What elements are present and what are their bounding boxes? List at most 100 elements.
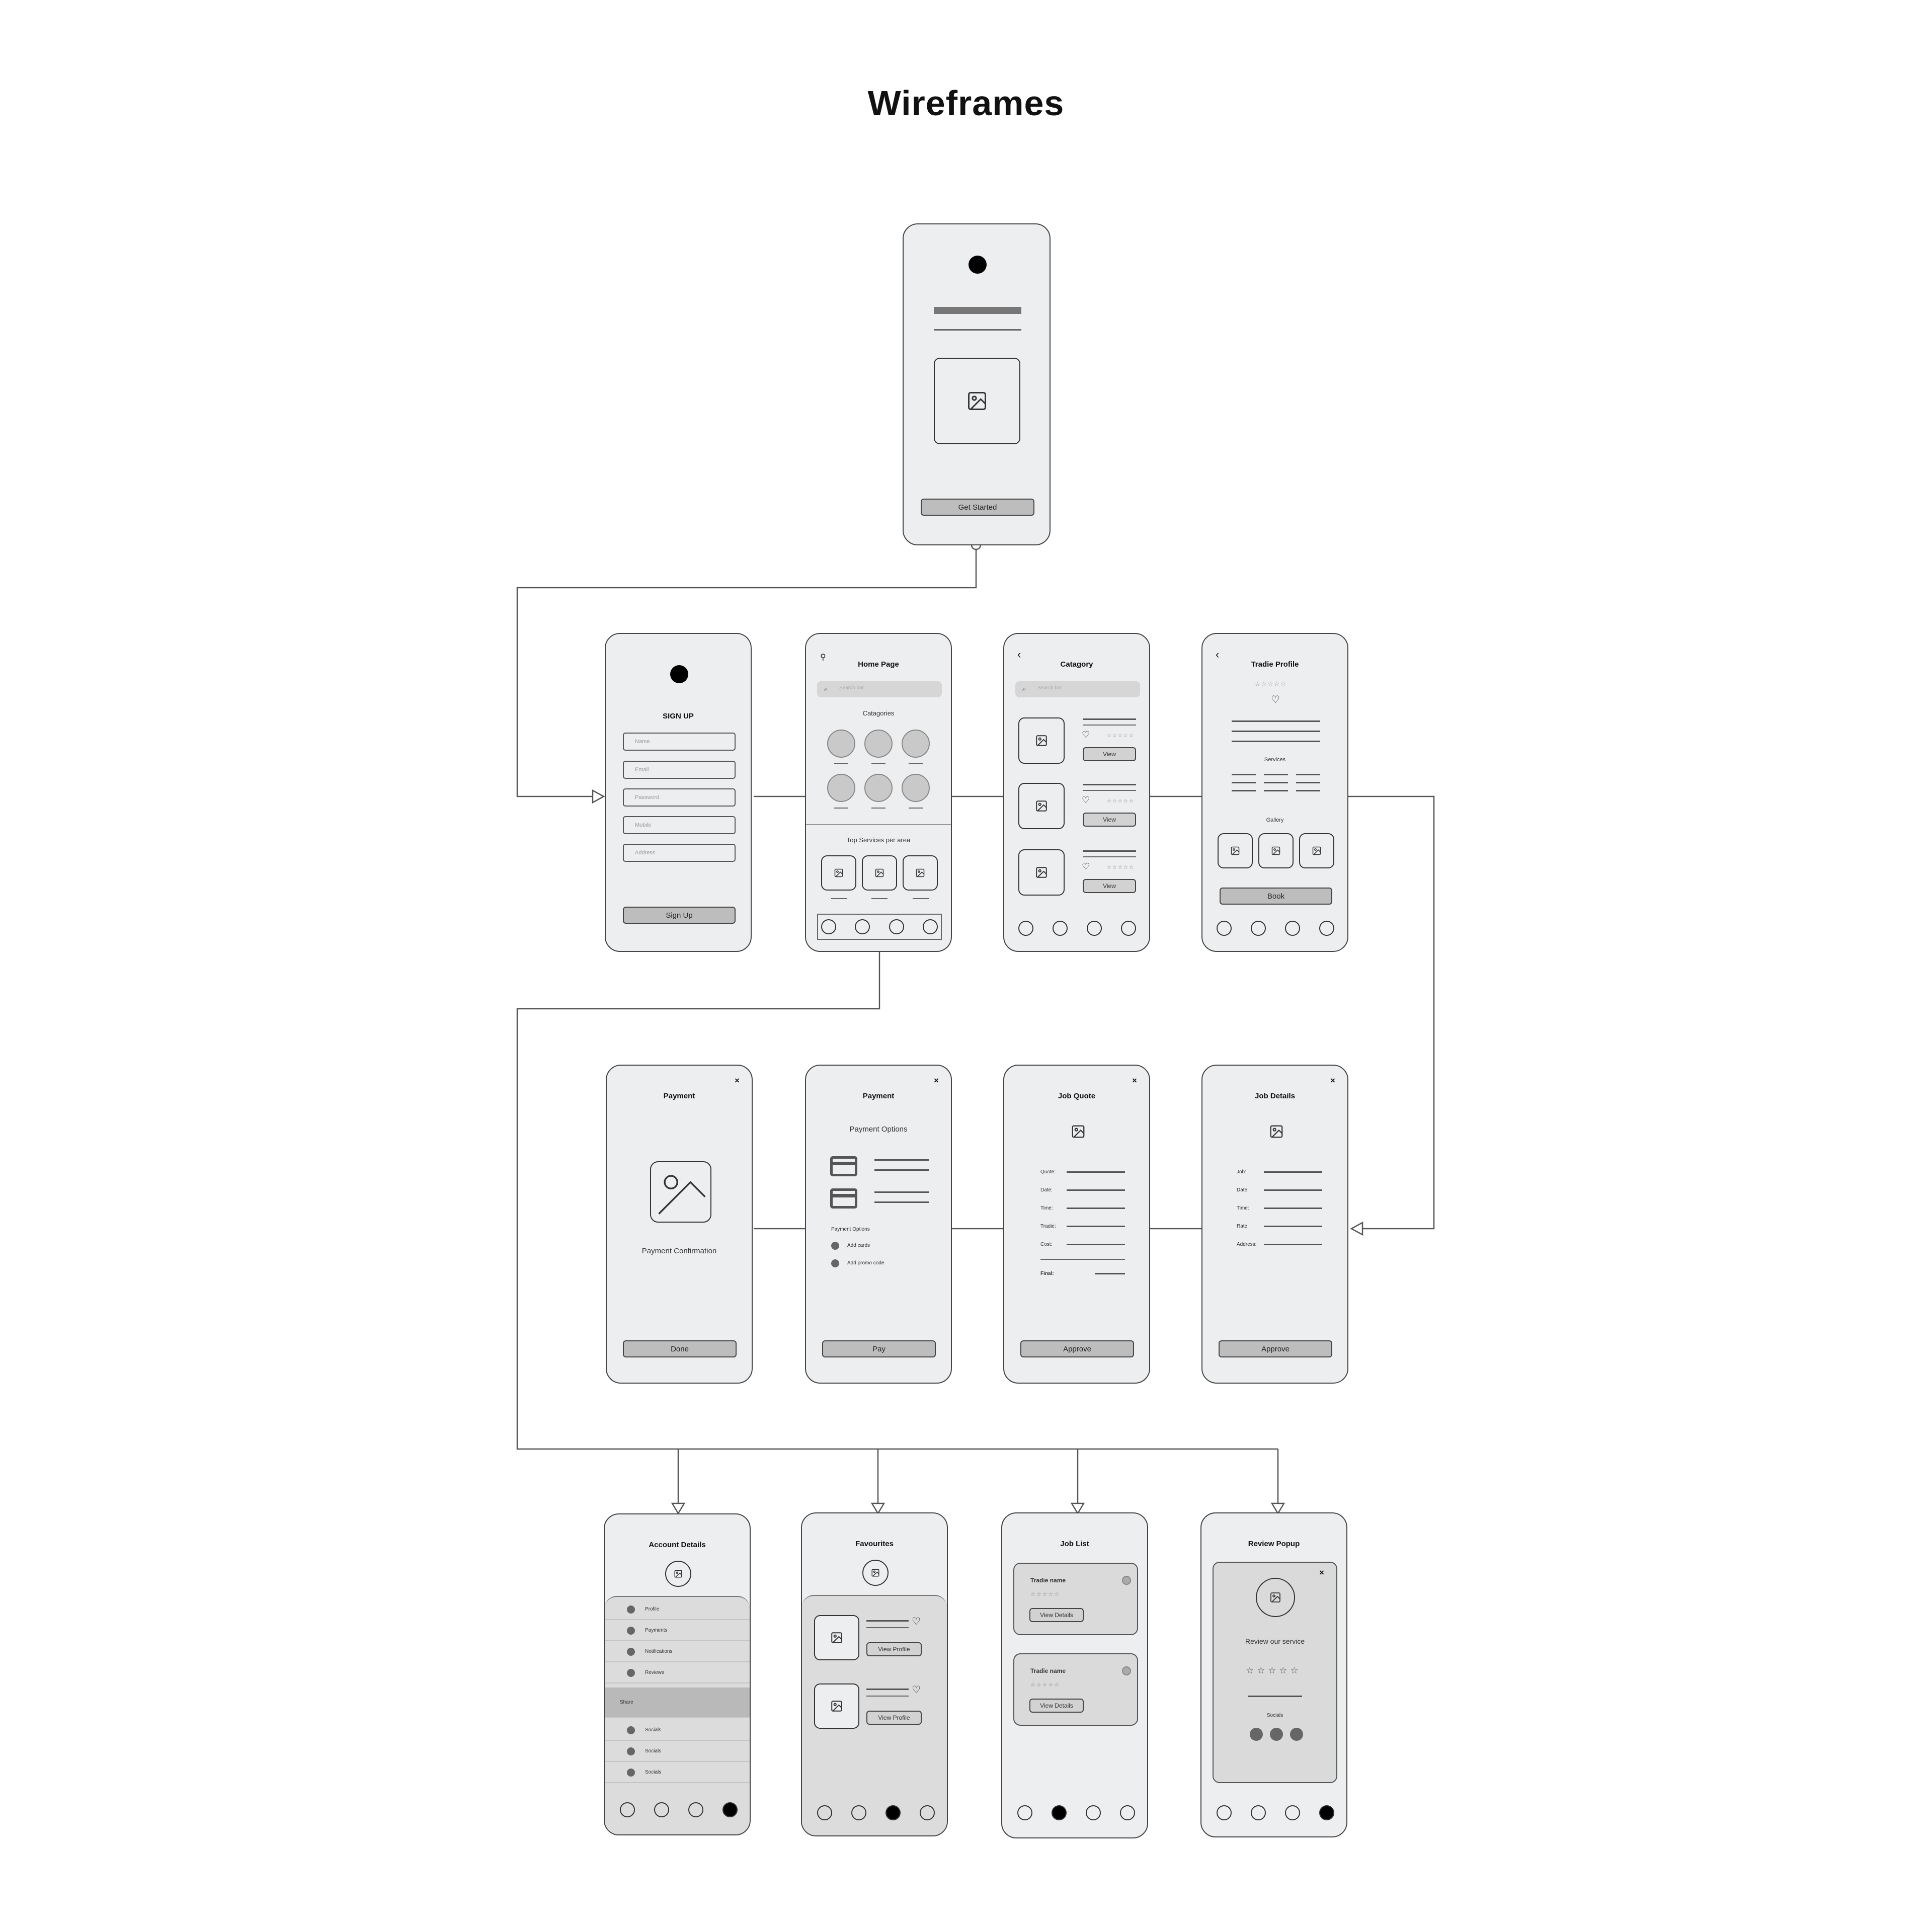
social-icon[interactable]: [1270, 1728, 1283, 1741]
arrowhead-joblist: [1070, 1502, 1085, 1515]
heart-icon[interactable]: ♡: [1082, 795, 1090, 805]
heart-icon[interactable]: ♡: [1082, 730, 1090, 740]
menu-item-socials[interactable]: Socials: [605, 1741, 750, 1762]
category-circle[interactable]: [827, 774, 855, 802]
view-details-button[interactable]: View Details: [1029, 1699, 1084, 1713]
heart-icon[interactable]: ♡: [912, 1684, 921, 1696]
menu-item-reviews[interactable]: Reviews: [605, 1662, 750, 1683]
menu-item-payments[interactable]: Payments: [605, 1620, 750, 1641]
done-button[interactable]: Done: [623, 1340, 737, 1357]
category-circle[interactable]: [864, 730, 893, 758]
nav-tab-4[interactable]: [920, 1805, 935, 1820]
gallery-image-icon[interactable]: [1258, 833, 1294, 868]
back-icon[interactable]: ‹: [1017, 648, 1021, 661]
search-input[interactable]: Search bar: [1015, 681, 1140, 697]
mobile-field[interactable]: Mobile: [623, 816, 736, 834]
nav-tab-1[interactable]: [1017, 1805, 1032, 1820]
service-image-icon[interactable]: [821, 855, 856, 891]
social-icon[interactable]: [1290, 1728, 1303, 1741]
gallery-image-icon[interactable]: [1218, 833, 1253, 868]
close-icon[interactable]: ×: [1319, 1568, 1324, 1577]
category-circle[interactable]: [902, 730, 930, 758]
credit-card-icon[interactable]: [830, 1188, 857, 1209]
back-icon[interactable]: ‹: [1216, 648, 1220, 661]
email-field[interactable]: Email: [623, 761, 736, 779]
nav-tab-3[interactable]: [1285, 921, 1300, 936]
service-image-icon[interactable]: [903, 855, 938, 891]
heart-icon[interactable]: ♡: [912, 1616, 921, 1627]
category-circle[interactable]: [902, 774, 930, 802]
service-image-icon[interactable]: [862, 855, 897, 891]
heart-icon[interactable]: ♡: [1271, 694, 1280, 705]
nav-tab-2[interactable]: [1251, 1805, 1266, 1820]
menu-item-notifications[interactable]: Notifications: [605, 1641, 750, 1662]
close-icon[interactable]: ×: [735, 1076, 740, 1085]
menu-item-profile[interactable]: Profile: [605, 1599, 750, 1620]
nav-tab-4[interactable]: [923, 919, 938, 934]
view-details-button[interactable]: View Details: [1029, 1608, 1084, 1622]
avatar[interactable]: [862, 1560, 889, 1586]
nav-tab-2[interactable]: [654, 1802, 669, 1817]
categories-label: Catagories: [862, 709, 895, 717]
nav-tab-1[interactable]: [821, 919, 836, 934]
close-icon[interactable]: ×: [934, 1076, 939, 1085]
approve-button[interactable]: Approve: [1020, 1340, 1134, 1357]
search-input[interactable]: Search bar: [817, 681, 942, 697]
nav-tab-4[interactable]: [1121, 921, 1136, 936]
nav-tab-4-active[interactable]: [722, 1802, 738, 1817]
nav-tab-3-active[interactable]: [886, 1805, 901, 1820]
book-button[interactable]: Book: [1220, 888, 1332, 905]
avatar[interactable]: [665, 1561, 691, 1587]
name-field[interactable]: Name: [623, 733, 736, 751]
radio-add-cards[interactable]: [831, 1242, 839, 1250]
gallery-image-icon[interactable]: [1299, 833, 1334, 868]
close-icon[interactable]: ×: [1330, 1076, 1335, 1085]
nav-tab-2-active[interactable]: [1052, 1805, 1067, 1820]
social-icon[interactable]: [1250, 1728, 1263, 1741]
credit-card-icon[interactable]: [830, 1156, 857, 1176]
nav-tab-2[interactable]: [1053, 921, 1068, 936]
close-icon[interactable]: ×: [1132, 1076, 1137, 1085]
nav-tab-1[interactable]: [817, 1805, 832, 1820]
menu-item-socials[interactable]: Socials: [605, 1762, 750, 1783]
nav-tab-3[interactable]: [1285, 1805, 1300, 1820]
job-card[interactable]: Tradie name ☆☆☆☆☆ View Details: [1013, 1653, 1138, 1726]
bio-line: [1232, 720, 1320, 722]
view-button[interactable]: View: [1083, 813, 1136, 827]
nav-tab-1[interactable]: [1018, 921, 1033, 936]
view-button[interactable]: View: [1083, 747, 1136, 761]
nav-tab-2[interactable]: [1251, 921, 1266, 936]
view-profile-button[interactable]: View Profile: [866, 1642, 922, 1656]
view-button[interactable]: View: [1083, 879, 1136, 893]
listing-subtitle-line: [1083, 790, 1136, 791]
heart-icon[interactable]: ♡: [1082, 861, 1090, 871]
nav-tab-2[interactable]: [855, 919, 870, 934]
nav-tab-2[interactable]: [851, 1805, 866, 1820]
approve-button[interactable]: Approve: [1219, 1340, 1332, 1357]
nav-tab-3[interactable]: [688, 1802, 703, 1817]
radio-add-promo[interactable]: [831, 1259, 839, 1267]
nav-tab-4[interactable]: [1120, 1805, 1135, 1820]
menu-item-socials[interactable]: Socials: [605, 1720, 750, 1741]
service-line: [1296, 782, 1320, 783]
view-profile-button[interactable]: View Profile: [866, 1711, 922, 1725]
get-started-button[interactable]: Get Started: [921, 499, 1034, 516]
password-field[interactable]: Password: [623, 788, 736, 807]
category-circle[interactable]: [827, 730, 855, 758]
address-field[interactable]: Address: [623, 844, 736, 862]
nav-tab-3[interactable]: [1087, 921, 1102, 936]
nav-tab-3[interactable]: [1086, 1805, 1101, 1820]
nav-tab-4-active[interactable]: [1319, 1805, 1334, 1820]
location-pin-icon[interactable]: ⚲: [820, 653, 826, 662]
nav-tab-1[interactable]: [1217, 921, 1232, 936]
category-circle[interactable]: [864, 774, 893, 802]
rating-stars-input[interactable]: ☆☆☆☆☆: [1246, 1665, 1302, 1675]
nav-tab-1[interactable]: [1217, 1805, 1232, 1820]
job-card[interactable]: Tradie name ☆☆☆☆☆ View Details: [1013, 1563, 1138, 1635]
bottom-nav-frame: [817, 914, 942, 940]
nav-tab-1[interactable]: [620, 1802, 635, 1817]
sign-up-button[interactable]: Sign Up: [623, 907, 736, 924]
pay-button[interactable]: Pay: [822, 1340, 936, 1357]
nav-tab-4[interactable]: [1319, 921, 1334, 936]
nav-tab-3[interactable]: [889, 919, 904, 934]
